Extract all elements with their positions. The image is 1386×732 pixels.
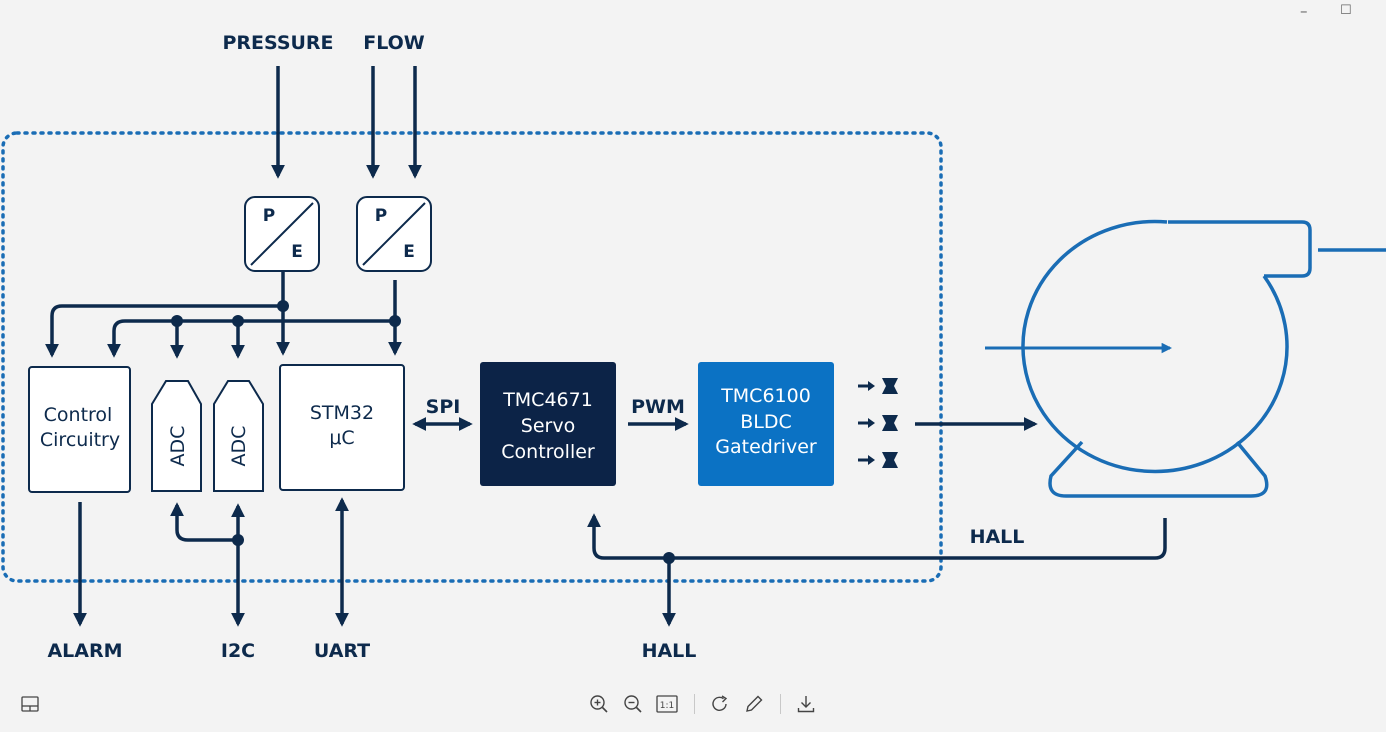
- zoom-out-icon[interactable]: [619, 684, 647, 724]
- tmc4671-block: TMC4671 Servo Controller: [480, 362, 616, 486]
- pwm-label: PWM: [631, 396, 685, 418]
- hall-output-label: HALL: [642, 640, 697, 662]
- control-circuitry-block: Control Circuitry: [28, 366, 131, 493]
- toolbar-divider: [694, 694, 695, 714]
- tmc4671-line1: TMC4671: [502, 389, 593, 411]
- flow-transducer: P E: [356, 196, 432, 272]
- edit-icon[interactable]: [740, 684, 768, 724]
- tmc4671-line3: Controller: [501, 441, 595, 463]
- viewer-toolbar: 1:1: [0, 684, 1386, 724]
- actual-size-label: 1:1: [660, 701, 674, 711]
- actual-size-icon[interactable]: 1:1: [653, 684, 681, 724]
- stm32-block: STM32 μC: [279, 364, 405, 491]
- tmc6100-line2: BLDC: [740, 411, 792, 433]
- hall-feedback-loop: [587, 513, 1167, 560]
- adc-label-2: ADC: [228, 426, 250, 467]
- zoom-in-icon[interactable]: [585, 684, 613, 724]
- spi-label: SPI: [426, 396, 461, 418]
- maximize-button[interactable]: ☐: [1340, 3, 1352, 18]
- pressure-transducer: P E: [244, 196, 320, 272]
- alarm-label: ALARM: [47, 640, 122, 662]
- i2c-label: I2C: [221, 640, 255, 662]
- i2c-bus-branch: [170, 502, 238, 542]
- rotate-icon[interactable]: [706, 684, 734, 724]
- hall-feedback-label: HALL: [970, 526, 1025, 548]
- panel-icon[interactable]: [16, 684, 44, 724]
- toolbar-divider: [780, 694, 781, 714]
- stm32-line2: μC: [329, 427, 354, 449]
- control-circuitry-line1: Control: [44, 404, 113, 426]
- minimize-button[interactable]: –: [1300, 2, 1308, 20]
- transducer-top-label: P: [263, 206, 275, 226]
- power-stage-symbols: [858, 378, 898, 468]
- control-circuitry-line2: Circuitry: [40, 429, 120, 451]
- transducer-bottom-label: E: [291, 242, 303, 262]
- tmc6100-line3: Gatedriver: [715, 436, 817, 458]
- adc-block-2: ADC: [213, 380, 264, 492]
- tmc4671-line2: Servo: [521, 415, 575, 437]
- uart-label: UART: [314, 640, 370, 662]
- system-boundary: [1, 131, 943, 583]
- transducer-bottom-label: E: [403, 242, 415, 262]
- adc-block-1: ADC: [151, 380, 202, 492]
- tmc6100-line1: TMC6100: [720, 385, 811, 407]
- adc-label-1: ADC: [167, 426, 189, 467]
- sensor-bus: [45, 271, 402, 359]
- download-icon[interactable]: [792, 684, 820, 724]
- stm32-line1: STM32: [310, 402, 374, 424]
- flow-label: FLOW: [363, 32, 425, 54]
- pump-motor-icon: [985, 219, 1386, 498]
- tmc6100-block: TMC6100 BLDC Gatedriver: [698, 362, 834, 486]
- block-diagram: PRESSURE FLOW P E P E Control Circuitry: [1, 32, 1386, 662]
- pressure-label: PRESSURE: [222, 32, 333, 54]
- transducer-top-label: P: [375, 206, 387, 226]
